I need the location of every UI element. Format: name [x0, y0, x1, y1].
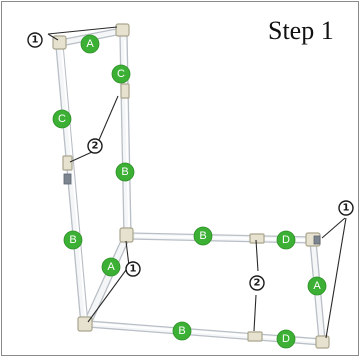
callout-1-right: 1 [338, 200, 354, 216]
badge-c-right: C [111, 64, 131, 84]
joint-inner-upper [120, 83, 130, 99]
clip-left [63, 173, 72, 185]
callout-1-middle: 1 [125, 261, 141, 277]
badge-label: B [121, 166, 128, 178]
joint-left-middle [62, 155, 73, 171]
badge-label: A [107, 261, 115, 273]
badge-label: A [86, 38, 94, 50]
callout-2-upper: 2 [87, 138, 103, 154]
callout-2-lower: 2 [249, 275, 265, 291]
badge-d-bottom: D [276, 329, 296, 349]
joint-top-right [115, 23, 130, 37]
badge-label: C [117, 68, 125, 80]
joint-middle-horizontal [249, 233, 265, 244]
badge-b-inner: B [115, 162, 135, 182]
joint-right-bottom [315, 335, 330, 349]
badge-label: B [199, 230, 206, 242]
step-title: Step 1 [268, 16, 334, 45]
callout-number: 2 [92, 141, 99, 152]
badge-a-right: A [307, 276, 327, 296]
badge-c-left: C [52, 109, 72, 129]
badge-label: D [282, 333, 290, 345]
badge-label: C [58, 113, 66, 125]
callout-1-top-left: 1 [27, 32, 43, 48]
badge-label: B [178, 325, 185, 337]
badge-b-bottom: B [172, 321, 192, 341]
badge-label: A [313, 280, 321, 292]
connectors [52, 23, 330, 349]
badge-b-left: B [63, 230, 83, 250]
joint-bottom-horizontal [247, 331, 263, 342]
badge-b-middle: B [193, 226, 213, 246]
tubes [55, 27, 326, 346]
callout-number: 1 [32, 35, 39, 46]
badge-d-middle: D [276, 230, 296, 250]
badge-a-diagonal: A [101, 257, 121, 277]
callout-number: 2 [254, 278, 261, 289]
badge-a-top: A [80, 34, 100, 54]
clip-right [313, 235, 321, 245]
joint-inner-corner [119, 227, 134, 243]
callout-number: 1 [130, 264, 137, 275]
callout-number: 1 [343, 203, 350, 214]
badge-label: B [69, 234, 76, 246]
leader-lines [47, 26, 347, 339]
badge-label: D [282, 234, 290, 246]
tube-diagonal [83, 233, 131, 327]
